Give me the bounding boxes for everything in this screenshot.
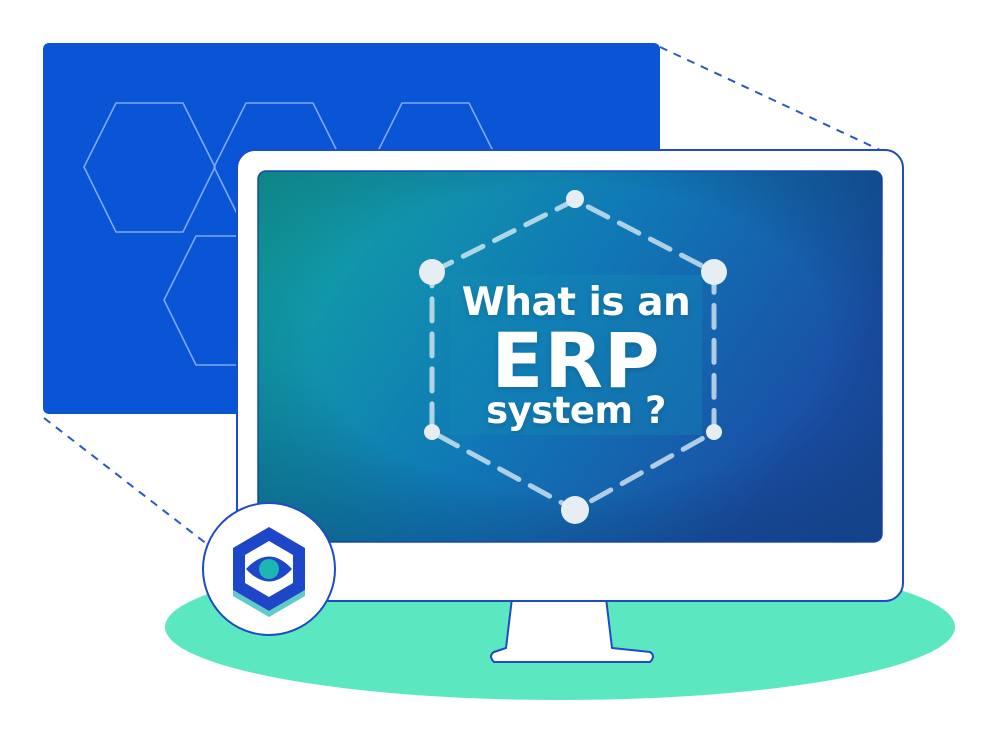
dashed-line-bottom bbox=[43, 417, 213, 549]
video-title-line2: ERP bbox=[491, 316, 661, 405]
video-title-line3: system ? bbox=[486, 389, 666, 432]
dashed-line-top bbox=[659, 46, 881, 151]
video-title-line1: What is an bbox=[461, 280, 691, 325]
hexagon-node-dots bbox=[419, 190, 727, 524]
monitor-stand bbox=[490, 597, 654, 663]
hexagon-eye-logo-icon bbox=[202, 502, 336, 636]
